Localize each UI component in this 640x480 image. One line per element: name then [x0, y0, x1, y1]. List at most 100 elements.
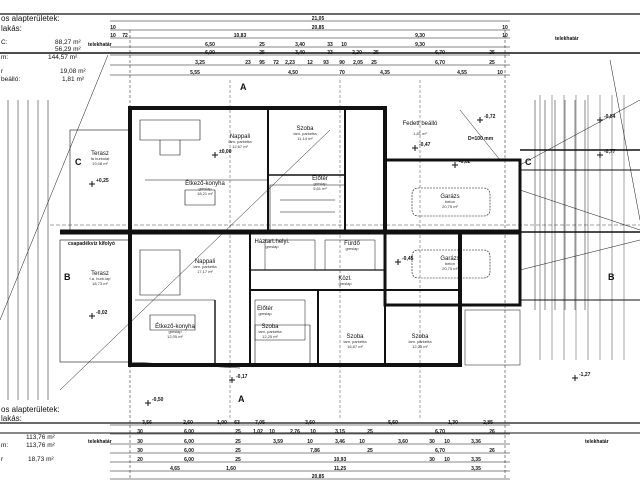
dimension-label: 2,76	[290, 429, 300, 435]
room-name: Szoba	[296, 126, 314, 132]
level-cross-icon	[89, 181, 95, 187]
area-summary-top: os alapterületek: lakás: C: 88,27 m² 56,…	[1, 14, 86, 83]
dimension-label: 10	[502, 33, 508, 39]
room-floor: greslap	[338, 281, 352, 286]
level-label: -0,17	[236, 374, 248, 380]
room-area: 11,14 m²	[297, 136, 313, 141]
level-label: -0,47	[419, 142, 431, 148]
room-area: 12,23 m²	[412, 344, 428, 349]
room-haztartas: Háztart.helyi.greslap	[254, 239, 289, 249]
dimension-label: 30	[429, 457, 435, 463]
summary-label: r	[1, 68, 4, 75]
dimension-label: 72	[273, 60, 279, 66]
dimension-label: 10	[310, 429, 316, 435]
room-name: Garázs	[440, 256, 459, 262]
level-label: -0,02	[96, 310, 108, 316]
dimension-label: 25	[489, 60, 495, 66]
dimension-label: 20	[137, 457, 143, 463]
dimension-label: 26	[489, 429, 495, 435]
dimension-label: 3,25	[195, 60, 205, 66]
dimension-label: 3,56	[142, 420, 152, 426]
room-floor: greslap	[265, 244, 279, 249]
property-line-label: telekhatár	[585, 439, 609, 445]
dimension-label: 93	[323, 60, 329, 66]
dimension-label: 10,93	[334, 457, 347, 463]
dimension-label: 6,00	[205, 50, 215, 56]
summary-value: 18,73 m²	[28, 456, 54, 463]
dimension-label: 4,65	[170, 466, 180, 472]
dimension-label: 21,05	[312, 16, 325, 22]
dimension-label: 10,83	[234, 33, 247, 39]
level-label: -0,50	[152, 397, 164, 403]
room-floor: lam. parketta	[258, 329, 282, 334]
room-name: Terasz	[91, 271, 109, 277]
dimension-label: 25	[235, 457, 241, 463]
room-floor: greslap	[313, 181, 327, 186]
room-name: Fürdő	[344, 241, 360, 247]
dimension-label: 6,70	[435, 60, 445, 66]
dimension-label: 10	[269, 429, 275, 435]
summary-unit: lakás:	[1, 24, 22, 33]
dimension-label: 1,60	[226, 466, 236, 472]
dimension-label: 30	[137, 429, 143, 435]
dimension-label: 3,40	[295, 42, 305, 48]
summary-value: 1,81 m²	[62, 76, 85, 83]
dimension-label: 10	[110, 25, 116, 31]
room-name: Háztart.helyi.	[254, 239, 289, 245]
level-cross-icon	[89, 313, 95, 319]
dimension-label: 10	[444, 457, 450, 463]
dimension-label: 26	[489, 448, 495, 454]
section-marker-a: A	[240, 82, 247, 92]
dimension-label: 5,60	[388, 420, 398, 426]
summary-label: m:	[1, 442, 8, 449]
room-name: Nappali	[230, 134, 250, 140]
room-name: Nappali	[195, 259, 215, 265]
dimension-label: 3,40	[295, 50, 305, 56]
dimension-label: 3,60	[398, 439, 408, 445]
dimension-label: 20,85	[312, 25, 325, 31]
section-marker-a: A	[238, 394, 245, 404]
dimension-label: 9,30	[415, 33, 425, 39]
summary-label: C:	[1, 39, 8, 46]
dimension-label: 70	[339, 70, 345, 76]
room-area: 16,87 m²	[347, 344, 363, 349]
dimension-label: 3,36	[471, 439, 481, 445]
dimension-label: 25	[373, 50, 379, 56]
dimension-label: 25	[235, 448, 241, 454]
room-kozl: Közl.greslap	[338, 276, 352, 286]
room-floor: greslap	[345, 246, 359, 251]
room-area: 1,81 m²	[413, 131, 427, 136]
dimension-label: 33	[327, 50, 333, 56]
room-floor: greslap	[168, 329, 182, 334]
cars	[411, 187, 491, 279]
dimension-label: 25	[489, 50, 495, 56]
dimension-label: 2,20	[352, 50, 362, 56]
room-area: 18,21 m²	[197, 191, 213, 196]
level-cross-icon	[597, 152, 603, 158]
dimension-label: 23	[245, 60, 251, 66]
level-label: +0,25	[96, 178, 109, 184]
room-floor: beton	[445, 261, 455, 266]
summary-heading: os alapterületek:	[1, 14, 60, 23]
level-label: -0,77	[604, 149, 616, 155]
room-area: 12,05 m²	[167, 334, 183, 339]
room-name: Garázs	[440, 194, 459, 200]
dimension-label: 7,05	[255, 420, 265, 426]
room-name: Terasz	[91, 151, 109, 157]
level-cross-icon	[212, 152, 218, 158]
room-name: Étkező-konyha	[185, 180, 225, 187]
dimension-label: 72	[122, 33, 128, 39]
dimension-label: 6,00	[184, 448, 194, 454]
dimension-label: 12	[307, 60, 313, 66]
room-area: 20,75 m²	[442, 204, 458, 209]
dimension-label: 6,00	[184, 429, 194, 435]
section-marker-c: C	[75, 157, 82, 167]
dimension-label: 25	[367, 448, 373, 454]
